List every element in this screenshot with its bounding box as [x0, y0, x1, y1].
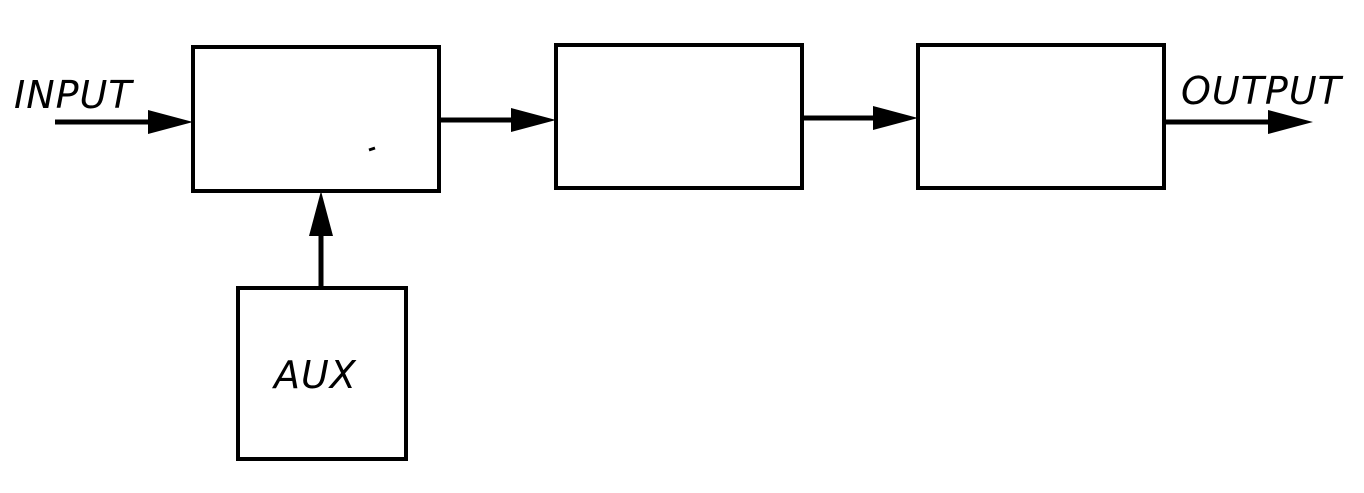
aux-block: [236, 286, 408, 461]
block-3: [916, 43, 1166, 190]
aux-label: AUX: [271, 353, 357, 397]
arrow-block2-to-block3: [802, 106, 918, 130]
stray-mark: [368, 146, 376, 152]
block-1: [191, 45, 441, 193]
input-arrow: [55, 110, 193, 134]
aux-arrow: [309, 191, 333, 288]
block-2: [554, 43, 804, 190]
input-label: INPUT: [14, 73, 134, 117]
output-arrow: [1164, 110, 1313, 134]
output-label: OUTPUT: [1181, 69, 1344, 113]
arrow-block1-to-block2: [439, 108, 556, 132]
